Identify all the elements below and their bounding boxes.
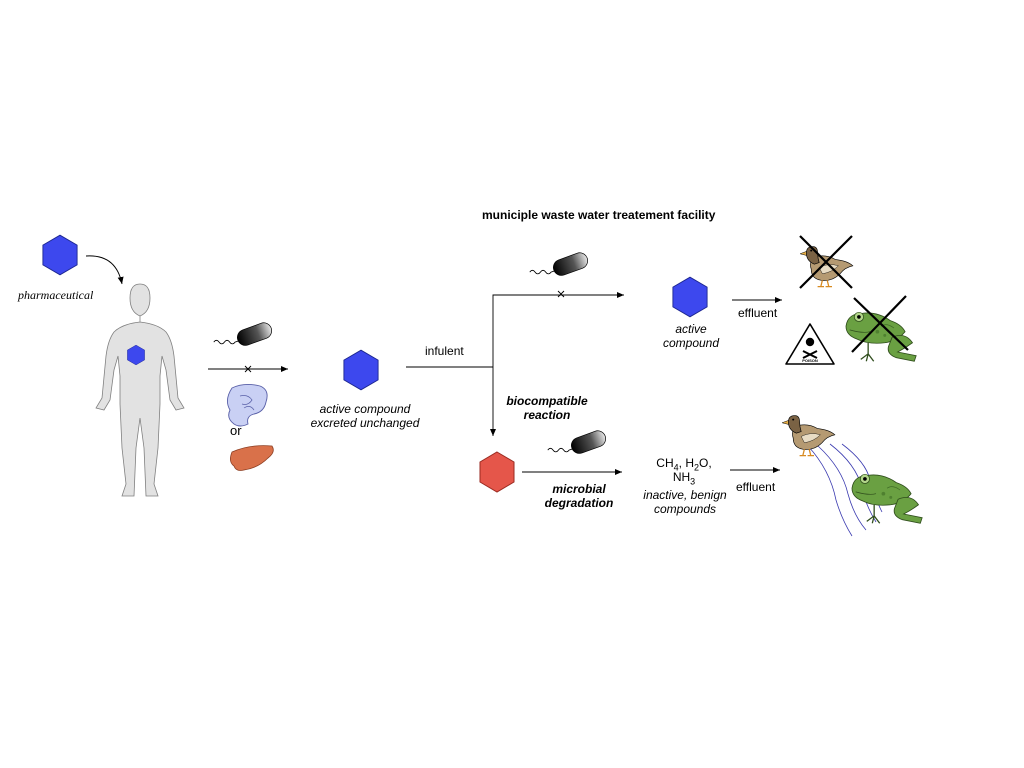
inactive-compounds-label: inactive, benign compounds (630, 488, 740, 516)
bacterium-icon (547, 428, 608, 457)
frog-icon (851, 473, 923, 524)
duck-icon (782, 414, 836, 457)
microbial-label-line1: microbial (552, 482, 606, 496)
active-compound-hexagon-icon (672, 276, 708, 318)
cross-out-icon (851, 295, 909, 353)
degraded-compound-hexagon-icon (479, 451, 515, 493)
blocked-mark-icon (244, 365, 252, 373)
bacterium-icon (529, 250, 590, 279)
excreted-compound-hexagon-icon (343, 349, 379, 391)
top-branch-arrow (492, 292, 624, 367)
products-label-line2: NH3 (672, 470, 696, 487)
products-label: CH4, H2O, NH3 (636, 456, 732, 487)
excreted-label: active compound excreted unchanged (302, 402, 428, 430)
inactive-label-line1: inactive, benign (643, 488, 727, 502)
products-label-line1: CH4, H2O, (656, 456, 712, 473)
blocked-mark-icon (557, 290, 565, 298)
poison-sign-icon: POISON (785, 323, 835, 365)
pharmaceutical-hexagon-icon (42, 234, 78, 276)
pharmaceutical-label: pharmaceutical (18, 288, 94, 302)
frog-icon (845, 311, 917, 362)
biocompatible-label: biocompatible reaction (500, 394, 594, 422)
effluent-label-bottom: effluent (736, 480, 776, 494)
excreted-label-line2: excreted unchanged (310, 416, 420, 430)
active-compound-label-line1: active (675, 322, 707, 336)
poison-text: POISON (802, 358, 818, 363)
liver-icon (230, 445, 274, 471)
facility-title: municiple waste water treatement facilit… (482, 208, 716, 222)
infulent-label: infulent (425, 344, 464, 358)
microbial-degradation-label: microbial degradation (534, 482, 624, 510)
active-compound-label-line2: compound (662, 336, 720, 350)
microbial-label-line2: degradation (544, 496, 614, 510)
or-label: or (230, 423, 242, 438)
bacterium-icon (213, 320, 274, 349)
effluent-label-top: effluent (738, 306, 778, 320)
excreted-label-line1: active compound (319, 402, 411, 416)
intestine-icon (227, 383, 268, 427)
biocompatible-label-line2: reaction (523, 408, 571, 422)
inactive-label-line2: compounds (653, 502, 717, 516)
ingestion-arrow (85, 255, 124, 285)
human-body-icon (95, 283, 185, 497)
biocompatible-label-line1: biocompatible (506, 394, 588, 408)
active-compound-label: active compound (656, 322, 726, 350)
cross-out-icon (799, 235, 853, 289)
